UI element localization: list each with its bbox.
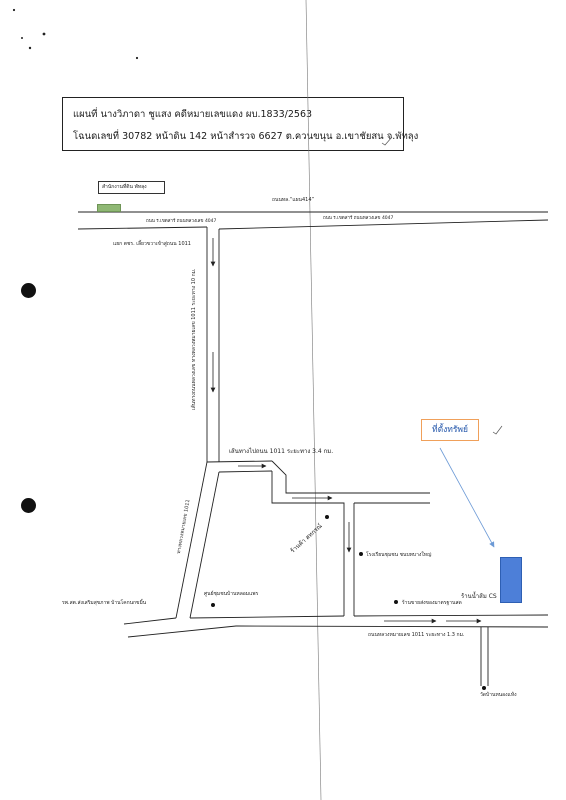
- bottom-road-upper-right: [353, 614, 549, 617]
- school-dot: [359, 552, 363, 556]
- diag-road-left: [175, 461, 208, 619]
- bottom-road-upper-mid: [189, 615, 345, 619]
- junction-left-label: แยก ตชร. เลี้ยวขวาเข้าสู่ถนน 1011: [113, 241, 191, 247]
- map-title-box: แผนที่ นางวิภาดา ชูแสง คดีหมายเลขแดง ผบ.…: [62, 97, 418, 151]
- temple-dot: [482, 686, 486, 690]
- mid-road-top-left: [206, 460, 273, 463]
- map-title-line2: โฉนดเลขที่ 30782 หน้าดิน 142 หน้าสำรวจ 6…: [73, 131, 419, 142]
- school-label: โรงเรียนชุมชน ชนบทบางใหญ่: [366, 552, 432, 558]
- mid-road-label: เส้นทางไปถนน 1011 ระยะทาง 3.4 กม.: [229, 448, 334, 455]
- top-road-right-label: ถนน ร.เขตสาร์ ถนนหลวงเลข 4047: [323, 216, 394, 221]
- village-office-dot: [211, 603, 215, 607]
- bottom-road-lower: [127, 625, 549, 638]
- land-office-marker: [97, 204, 121, 212]
- punch-hole-top: [21, 283, 36, 298]
- check-mark-icon: [492, 425, 503, 435]
- house-shop-label: ร้านขายส่งของมาตรฐานสด: [402, 600, 462, 606]
- village-office-label: ศูนย์ชุมชนบ้านหลอมแพร: [204, 591, 259, 597]
- mid-road-bottom-left: [218, 470, 273, 473]
- shop-cs-label: ร้านน้ำส้ม CS: [461, 593, 497, 600]
- vertical-road-label: เส้นทางถนนหลวงเลข ทางหลวงหมายเลข 1011 ระ…: [191, 268, 197, 410]
- map-title-line1: แผนที่ นางวิภาดา ชูแสง คดีหมายเลขแดง ผบ.…: [73, 109, 313, 120]
- land-office-label: สำนักงานที่ดิน พัทลุง: [98, 181, 165, 194]
- top-road-lower-left: [77, 226, 208, 230]
- hospital-label: รพ.สต.ส่งเสริมสุขภาพ บ้านโคกนกขมิ้น: [62, 600, 147, 606]
- top-road-lower-right: [218, 219, 549, 230]
- bottom-road-upper-left: [123, 617, 177, 625]
- mid-road-lower: [271, 471, 345, 616]
- punch-hole-bottom: [21, 498, 36, 513]
- fold-line: [305, 0, 322, 800]
- temple-label: วัดบ้านหนองแห้ง: [480, 692, 517, 698]
- property-parcel: [500, 557, 522, 603]
- corner-scan-marks: [12, 8, 139, 60]
- property-location-label: ที่ตั้งทรัพย์: [421, 419, 479, 441]
- diag-road-right: [189, 471, 220, 619]
- top-road-name-label: ถนนทล.“แผน414”: [272, 197, 315, 203]
- top-road-left-label: ถนน ร.เขตสาร์ ถนนหลวงเลข 4047: [146, 219, 217, 224]
- shop1-dot: [325, 515, 329, 519]
- property-pointer-arrow: [439, 447, 495, 548]
- bottom-road-label: ถนนหลวงหมายเลข 1011 ระยะทาง 1.3 กม.: [368, 632, 465, 638]
- mid-road-upper: [271, 460, 430, 494]
- check-mark-icon: [381, 136, 393, 146]
- house-shop-dot: [394, 600, 398, 604]
